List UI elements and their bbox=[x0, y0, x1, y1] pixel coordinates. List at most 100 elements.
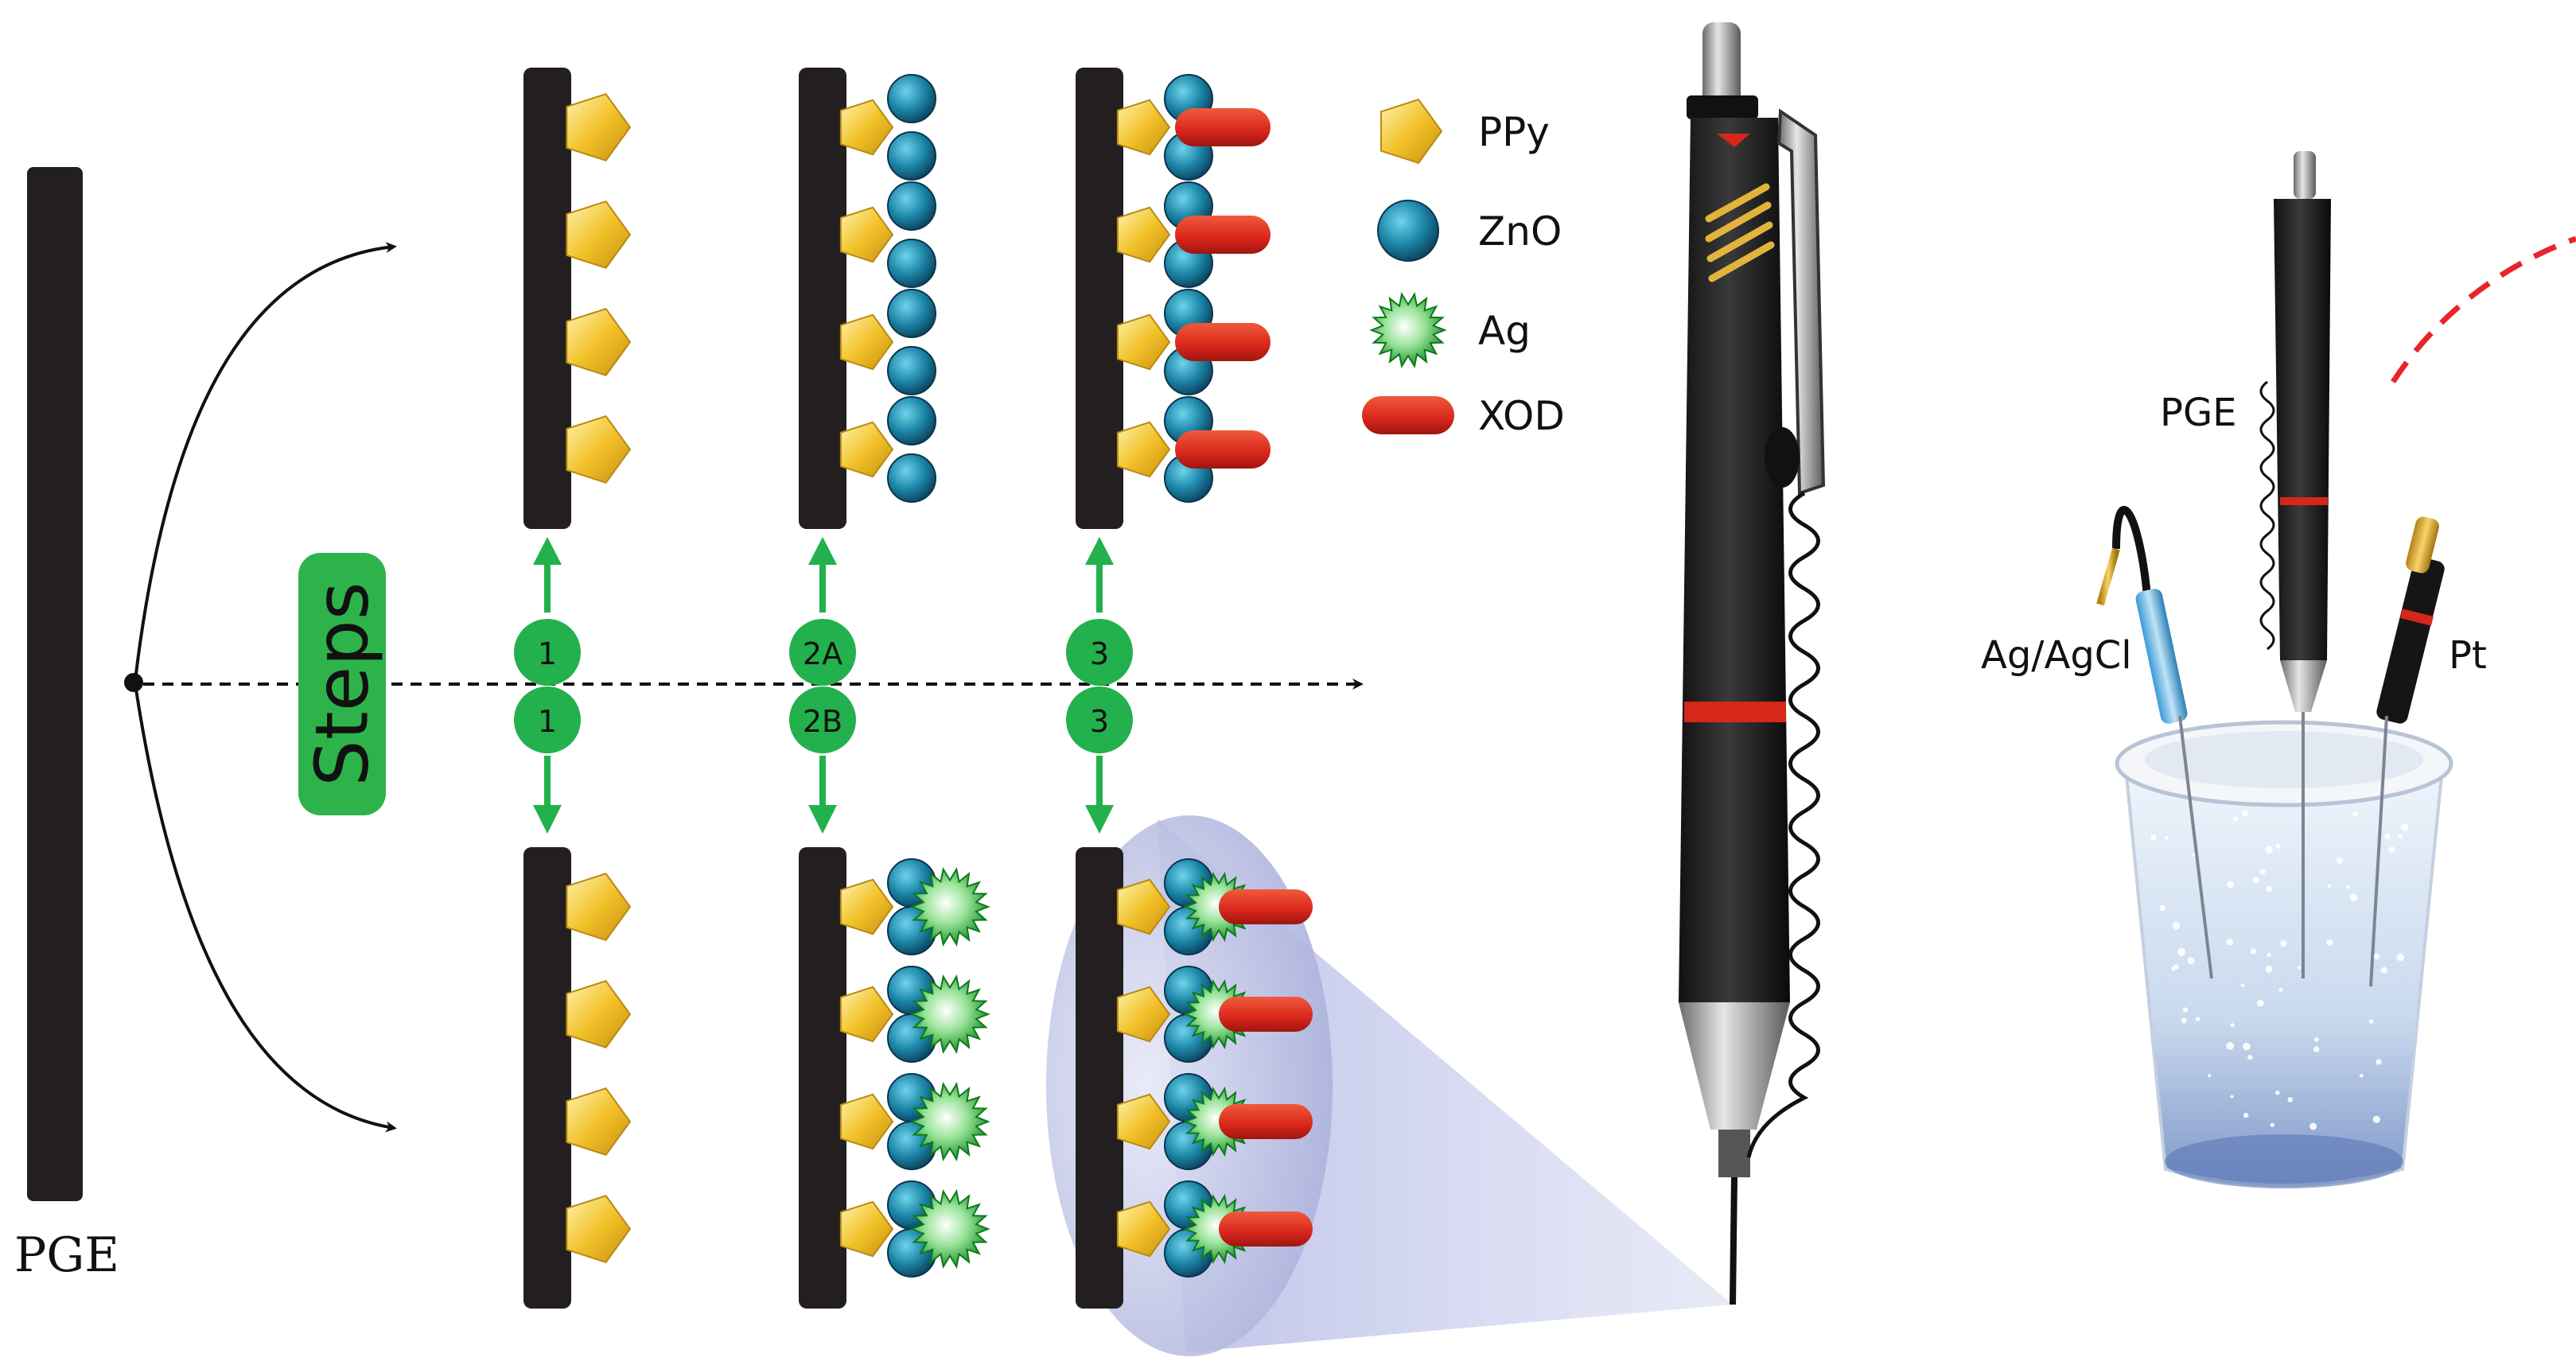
ag-starburst bbox=[909, 866, 990, 947]
bubble bbox=[2266, 886, 2272, 893]
ppy-pentagon bbox=[566, 308, 632, 376]
bubble bbox=[2226, 939, 2234, 946]
ppy-pentagon bbox=[839, 313, 894, 371]
bubble bbox=[2275, 1091, 2280, 1095]
bubble bbox=[2265, 846, 2274, 854]
step-arrowhead-up bbox=[533, 537, 562, 565]
ppy-pentagon bbox=[839, 986, 894, 1043]
zno-sphere bbox=[887, 239, 936, 288]
bubble bbox=[2327, 884, 2332, 889]
xod-capsule bbox=[1175, 323, 1270, 361]
bubble bbox=[2173, 964, 2179, 970]
step-arrowhead-down bbox=[808, 805, 837, 834]
ppy-pentagon bbox=[566, 415, 632, 484]
dashed-red-arc bbox=[2391, 235, 2576, 383]
zno-sphere bbox=[887, 74, 936, 123]
ppy-pentagon bbox=[839, 878, 894, 935]
electrode-col-1-top bbox=[523, 68, 632, 529]
zno-sphere bbox=[887, 131, 936, 181]
branch-node bbox=[124, 673, 143, 692]
bubble bbox=[2313, 1037, 2319, 1042]
step-marker-bottom-label: 2B bbox=[803, 704, 842, 739]
bubble bbox=[2247, 1055, 2253, 1060]
ag-starburst bbox=[909, 974, 990, 1055]
branch-arrow-top bbox=[134, 242, 397, 681]
legend-label: ZnO bbox=[1478, 208, 1562, 255]
ppy-pentagon bbox=[566, 873, 632, 941]
electrode-col-2-bottom bbox=[799, 847, 990, 1309]
pencil-coil-wire bbox=[1746, 491, 1820, 1158]
xod-capsule bbox=[1175, 430, 1270, 469]
ppy-pentagon bbox=[1116, 986, 1171, 1043]
step-marker-top-label: 1 bbox=[538, 636, 557, 671]
bubble bbox=[2398, 834, 2403, 839]
ppy-pentagon bbox=[1116, 1200, 1171, 1258]
electrode-rod bbox=[523, 847, 571, 1309]
ppy-pentagon bbox=[839, 1093, 894, 1150]
step-marker-top-label: 2A bbox=[803, 636, 842, 671]
small-pencil bbox=[2274, 199, 2331, 660]
pencil-red-mark bbox=[1717, 134, 1750, 147]
legend-item-ag: Ag bbox=[1369, 291, 1531, 369]
step-marker-bottom-label: 1 bbox=[538, 704, 557, 739]
bubble bbox=[2388, 846, 2395, 854]
pencil-plunger bbox=[1702, 22, 1741, 111]
ag-starburst bbox=[1369, 291, 1447, 369]
legend-item-zno: ZnO bbox=[1377, 200, 1562, 262]
ppy-pentagon bbox=[566, 1195, 632, 1263]
step-circle-top bbox=[514, 619, 581, 686]
ppy-pentagon bbox=[1116, 421, 1171, 478]
bubble bbox=[2208, 1074, 2212, 1078]
bubble bbox=[2230, 1023, 2235, 1028]
bubble bbox=[2230, 1095, 2234, 1099]
bubble bbox=[2359, 1073, 2364, 1078]
bubble bbox=[2242, 811, 2248, 817]
xod-capsule bbox=[1175, 108, 1270, 146]
step-marker-group-2: 2A 2B bbox=[789, 537, 856, 834]
pencil-red-band bbox=[1684, 702, 1786, 722]
electrochemical-cell: PGE Ag/AgCl Pt bbox=[1981, 151, 2487, 1188]
bubble bbox=[2352, 811, 2358, 817]
bubble bbox=[2380, 966, 2387, 974]
ppy-pentagon bbox=[839, 1200, 894, 1258]
bubble bbox=[2172, 922, 2180, 930]
legend-label: XOD bbox=[1478, 393, 1565, 439]
bubble bbox=[2280, 940, 2287, 947]
bubble bbox=[2182, 1007, 2189, 1013]
bubble bbox=[2243, 1042, 2251, 1051]
bubble bbox=[2252, 877, 2259, 884]
bubble bbox=[2164, 835, 2169, 840]
ppy-pentagon bbox=[1116, 206, 1171, 263]
step-circle-bottom bbox=[789, 686, 856, 753]
step-arrowhead-down bbox=[533, 805, 562, 834]
zno-sphere bbox=[887, 289, 936, 338]
pencil-body bbox=[1679, 118, 1790, 1002]
ag-starburst bbox=[909, 1188, 990, 1270]
small-coil bbox=[2259, 380, 2275, 651]
electrode-col-1-bottom bbox=[523, 847, 632, 1309]
bubble bbox=[2278, 987, 2283, 992]
bubble bbox=[2196, 1017, 2200, 1021]
bubble bbox=[2326, 939, 2333, 946]
step-arrowhead-up bbox=[808, 537, 837, 565]
zoomed-electrode bbox=[1076, 847, 1313, 1309]
electrode-rod bbox=[1076, 847, 1123, 1309]
step-circle-top bbox=[789, 619, 856, 686]
ppy-pentagon bbox=[1116, 878, 1171, 935]
base-electrode-rod bbox=[27, 167, 83, 1201]
ppy-pentagon bbox=[566, 93, 632, 161]
electrode-rod bbox=[799, 68, 846, 529]
ppy-pentagon bbox=[1116, 313, 1171, 371]
step-circle-top bbox=[1066, 619, 1133, 686]
zno-sphere bbox=[887, 346, 936, 395]
pencil-cone bbox=[1679, 1002, 1790, 1130]
bubble bbox=[2372, 1115, 2380, 1123]
bubble bbox=[2270, 1122, 2274, 1127]
solution-bubbles bbox=[2150, 811, 2409, 1130]
bubble bbox=[2240, 983, 2245, 988]
legend-label: PPy bbox=[1478, 109, 1550, 155]
cell-label-working: PGE bbox=[2160, 391, 2236, 435]
